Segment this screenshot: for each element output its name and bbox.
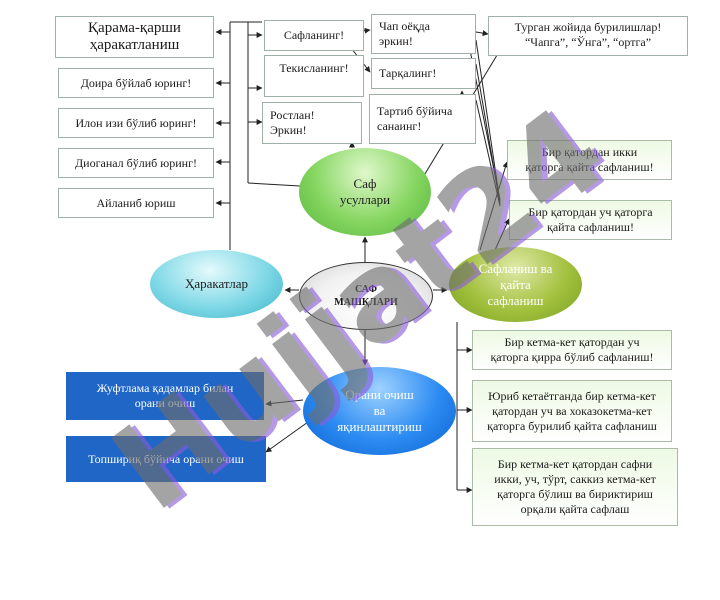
ketma-uch-line1: Бир кетма-кет қатордан уч xyxy=(504,335,640,349)
juftlama-line1: Жуфтлама қадамлар билан xyxy=(96,381,234,395)
doira-label: Доира бўйлаб юринг! xyxy=(80,75,192,90)
saflaning-label: Сафланинг! xyxy=(283,28,345,42)
safni-line4: орқали қайта сафлаш xyxy=(520,502,630,516)
qarama-qarshi-line2: ҳаракатланиш xyxy=(89,37,180,53)
saf-mashqlari-root-node: САФ МАШҚЛАРИ xyxy=(299,262,433,330)
rostlan-line2: Эркин! xyxy=(270,123,307,137)
ikki-line2: қаторга қайта сафланиш! xyxy=(525,160,654,174)
tartib-line1: Тартиб бўйича xyxy=(377,104,453,118)
turgan-box: Турган жойида бурилишлар!“Чапга”, “Ўнга”… xyxy=(488,16,688,56)
saflaning-box: Сафланинг! xyxy=(264,20,364,51)
orani-line1: Орани очиш xyxy=(345,387,414,402)
rostlan-box: Ростлан!Эркин! xyxy=(262,102,362,144)
safni-line1: Бир кетма-кет қатордан сафни xyxy=(497,457,653,471)
juftlama-line2: орани очиш xyxy=(134,396,196,410)
uch-line1: Бир қатордан уч қаторга xyxy=(528,205,653,219)
saf-usullari-line2: усуллари xyxy=(339,192,391,207)
orani-line3: яқинлаштириш xyxy=(337,419,422,434)
aylanib-box: Айланиб юриш xyxy=(58,188,214,218)
saflanish-line2: қайта xyxy=(500,276,531,292)
saf-usullari-line1: Саф xyxy=(353,176,377,191)
ketma-uch-line2: қаторга қирра бўлиб сафланиш! xyxy=(490,350,654,364)
chap-line2: эркин! xyxy=(379,34,413,48)
harakatlar-label: Ҳаракатлар xyxy=(184,276,249,291)
chap-line1: Чап оёқда xyxy=(379,19,430,33)
yurib-line2: қатордан уч ва хоказокетма-кет xyxy=(492,403,652,418)
topshiriq-box: Топшириқ бўйича орани очиш xyxy=(66,436,266,482)
yurib-line3: қаторга бурилиб қайта сафланиш xyxy=(487,418,657,433)
root-line2: МАШҚЛАРИ xyxy=(334,297,398,308)
saflanish-line1: Сафланиш ва xyxy=(478,260,553,276)
topshiriq-label: Топшириқ бўйича орани очиш xyxy=(88,451,244,466)
aylanib-label: Айланиб юриш xyxy=(96,195,176,210)
turgan-line2: “Чапга”, “Ўнга”, “ортга” xyxy=(524,35,652,49)
diagonal-label: Диоганал бўлиб юринг! xyxy=(74,155,198,170)
tarqaling-box: Тарқалинг! xyxy=(371,58,476,89)
yurib-line1: Юриб кетаётганда бир кетма-кет xyxy=(488,388,656,403)
qarama-qarshi-line1: Қарама-қарши xyxy=(88,20,181,36)
tarqaling-label: Тарқалинг! xyxy=(379,66,437,80)
ikki-line1: Бир қатордан икки xyxy=(541,145,638,159)
tekislaning-box: Текисланинг! xyxy=(264,55,364,97)
safni-line2: икки, уч, тўрт, саккиз кетма-кет xyxy=(494,472,656,486)
safni-line3: қаторга бўлиш ва бириктириш xyxy=(497,487,653,501)
rostlan-line1: Ростлан! xyxy=(270,108,315,122)
turgan-line1: Турган жойида бурилишлар! xyxy=(514,20,662,34)
harakatlar-node: Ҳаракатлар xyxy=(150,250,283,318)
saflanish-line3: сафланиш xyxy=(487,292,544,308)
uch-line2: қайта сафланиш! xyxy=(547,220,634,234)
doira-box: Доира бўйлаб юринг! xyxy=(58,68,214,98)
tartib-line2: санаинг! xyxy=(377,119,422,133)
tekislaning-label: Текисланинг! xyxy=(279,61,349,75)
ilon-box: Илон изи бўлиб юринг! xyxy=(58,108,214,138)
root-line1: САФ xyxy=(355,284,377,295)
ilon-label: Илон изи бўлиб юринг! xyxy=(75,115,197,130)
orani-line2: ва xyxy=(373,403,386,418)
diagonal-box: Диоганал бўлиб юринг! xyxy=(58,148,214,178)
